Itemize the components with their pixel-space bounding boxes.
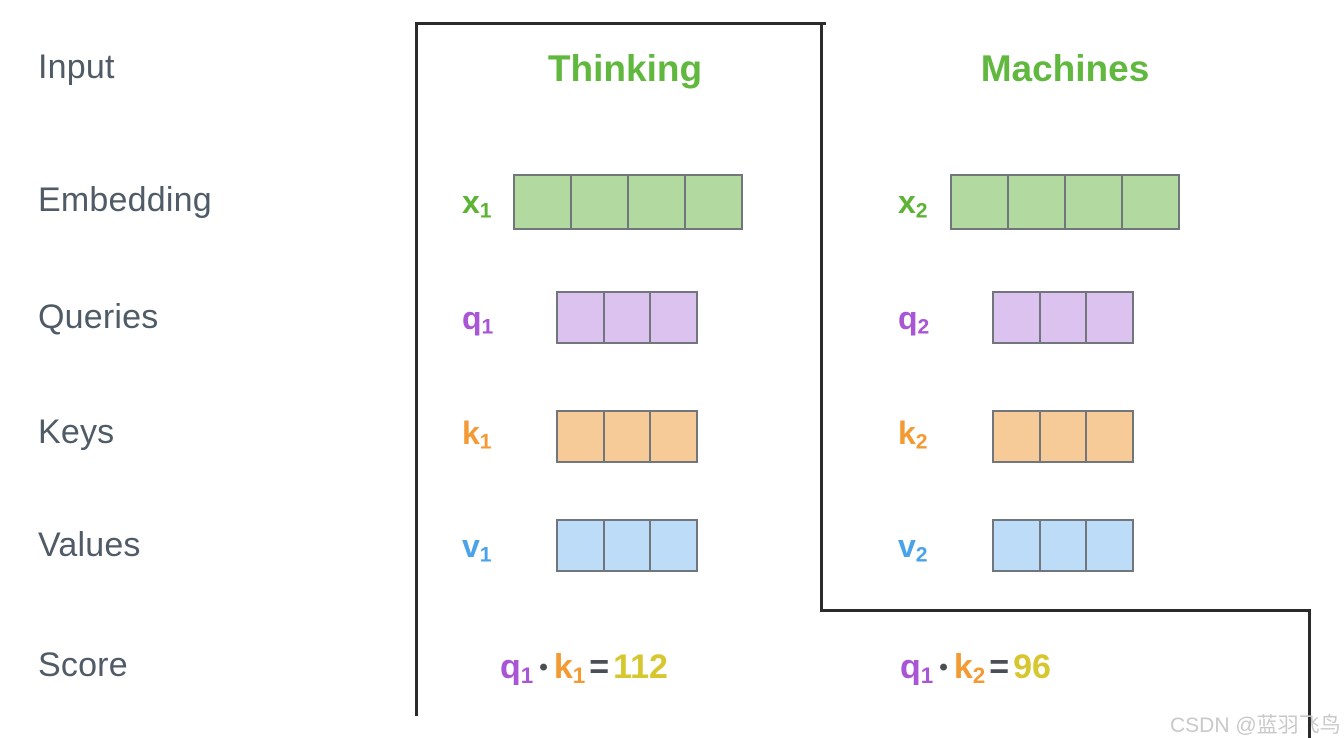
dot-product-icon: • <box>539 654 548 682</box>
vector-label-v2: v2 <box>898 530 928 566</box>
score-key-symbol: k <box>553 648 573 686</box>
vector-cell <box>994 293 1039 342</box>
vector-cell <box>994 521 1039 570</box>
vector-cell <box>515 176 570 228</box>
row-label-keys: Keys <box>38 413 115 451</box>
vector-subscript: 2 <box>915 199 928 223</box>
vector-cell <box>1040 412 1086 461</box>
score-expression-thinking: q1•k1=112 <box>500 650 668 687</box>
vector-subscript: 1 <box>479 430 492 454</box>
score-value: 112 <box>613 648 668 686</box>
score-query-symbol: q <box>500 648 521 686</box>
score-key-symbol: k <box>953 648 973 686</box>
vector-symbol: q <box>462 300 482 336</box>
column-title-machines: Machines <box>980 48 1150 89</box>
vector-symbol: q <box>898 300 918 336</box>
frame-line-bottom-horizontal <box>820 609 1311 612</box>
vector-subscript: 2 <box>915 543 928 567</box>
score-query-subscript: 1 <box>920 662 934 688</box>
vector-label-k1: k1 <box>462 417 492 453</box>
vector-cell <box>604 293 650 342</box>
vector-subscript: 2 <box>917 315 930 339</box>
equals-sign: = <box>989 648 1010 686</box>
score-expression-machines: q1•k2=96 <box>900 650 1051 687</box>
vector-cell <box>952 176 1007 228</box>
row-label-values: Values <box>38 526 141 564</box>
vector-cell <box>604 521 650 570</box>
vector-cell <box>994 412 1039 461</box>
vector-cell <box>686 176 741 228</box>
score-query-symbol: q <box>900 648 921 686</box>
row-label-embedding: Embedding <box>38 181 212 219</box>
vector-cell <box>1009 176 1064 228</box>
vector-strip-q1 <box>556 291 698 344</box>
score-value: 96 <box>1013 648 1051 686</box>
vector-cell <box>1087 412 1133 461</box>
vector-label-q2: q2 <box>898 302 929 338</box>
frame-line-middle-vertical <box>820 22 823 612</box>
vector-label-v1: v1 <box>462 530 492 566</box>
vector-cell <box>651 521 697 570</box>
vector-subscript: 1 <box>479 199 492 223</box>
vector-symbol: v <box>462 528 480 564</box>
vector-cell <box>604 412 650 461</box>
score-key-subscript: 1 <box>572 662 586 688</box>
vector-cell <box>558 412 603 461</box>
vector-label-x1: x1 <box>462 186 492 222</box>
vector-cell <box>1123 176 1178 228</box>
vector-symbol: k <box>462 415 480 451</box>
row-label-queries: Queries <box>38 298 159 336</box>
vector-cell <box>1087 293 1133 342</box>
vector-cell <box>572 176 627 228</box>
frame-line-right-vertical <box>1308 609 1311 738</box>
row-label-input: Input <box>38 48 115 86</box>
vector-cell <box>558 293 603 342</box>
vector-strip-k2 <box>992 410 1134 463</box>
vector-symbol: x <box>462 184 480 220</box>
vector-cell <box>1066 176 1121 228</box>
vector-label-q1: q1 <box>462 302 493 338</box>
score-key-subscript: 2 <box>972 662 986 688</box>
column-title-thinking: Thinking <box>547 48 703 89</box>
vector-cell <box>1040 521 1086 570</box>
vector-strip-q2 <box>992 291 1134 344</box>
frame-line-top-horizontal <box>415 22 826 25</box>
vector-cell <box>558 521 603 570</box>
vector-label-k2: k2 <box>898 417 928 453</box>
vector-subscript: 2 <box>915 430 928 454</box>
vector-subscript: 1 <box>479 543 492 567</box>
vector-strip-v2 <box>992 519 1134 572</box>
vector-strip-x1 <box>513 174 743 230</box>
score-query-subscript: 1 <box>520 662 534 688</box>
vector-symbol: v <box>898 528 916 564</box>
vector-cell <box>1087 521 1133 570</box>
equals-sign: = <box>589 648 610 686</box>
vector-strip-k1 <box>556 410 698 463</box>
vector-cell <box>651 412 697 461</box>
row-label-score: Score <box>38 646 128 684</box>
vector-cell <box>1040 293 1086 342</box>
vector-subscript: 1 <box>481 315 494 339</box>
vector-label-x2: x2 <box>898 186 928 222</box>
frame-line-left-vertical <box>415 22 418 716</box>
vector-strip-v1 <box>556 519 698 572</box>
watermark-text: CSDN @蓝羽飞鸟 <box>1170 714 1341 737</box>
vector-cell <box>651 293 697 342</box>
vector-symbol: x <box>898 184 916 220</box>
vector-symbol: k <box>898 415 916 451</box>
vector-cell <box>629 176 684 228</box>
dot-product-icon: • <box>939 654 948 682</box>
vector-strip-x2 <box>950 174 1180 230</box>
